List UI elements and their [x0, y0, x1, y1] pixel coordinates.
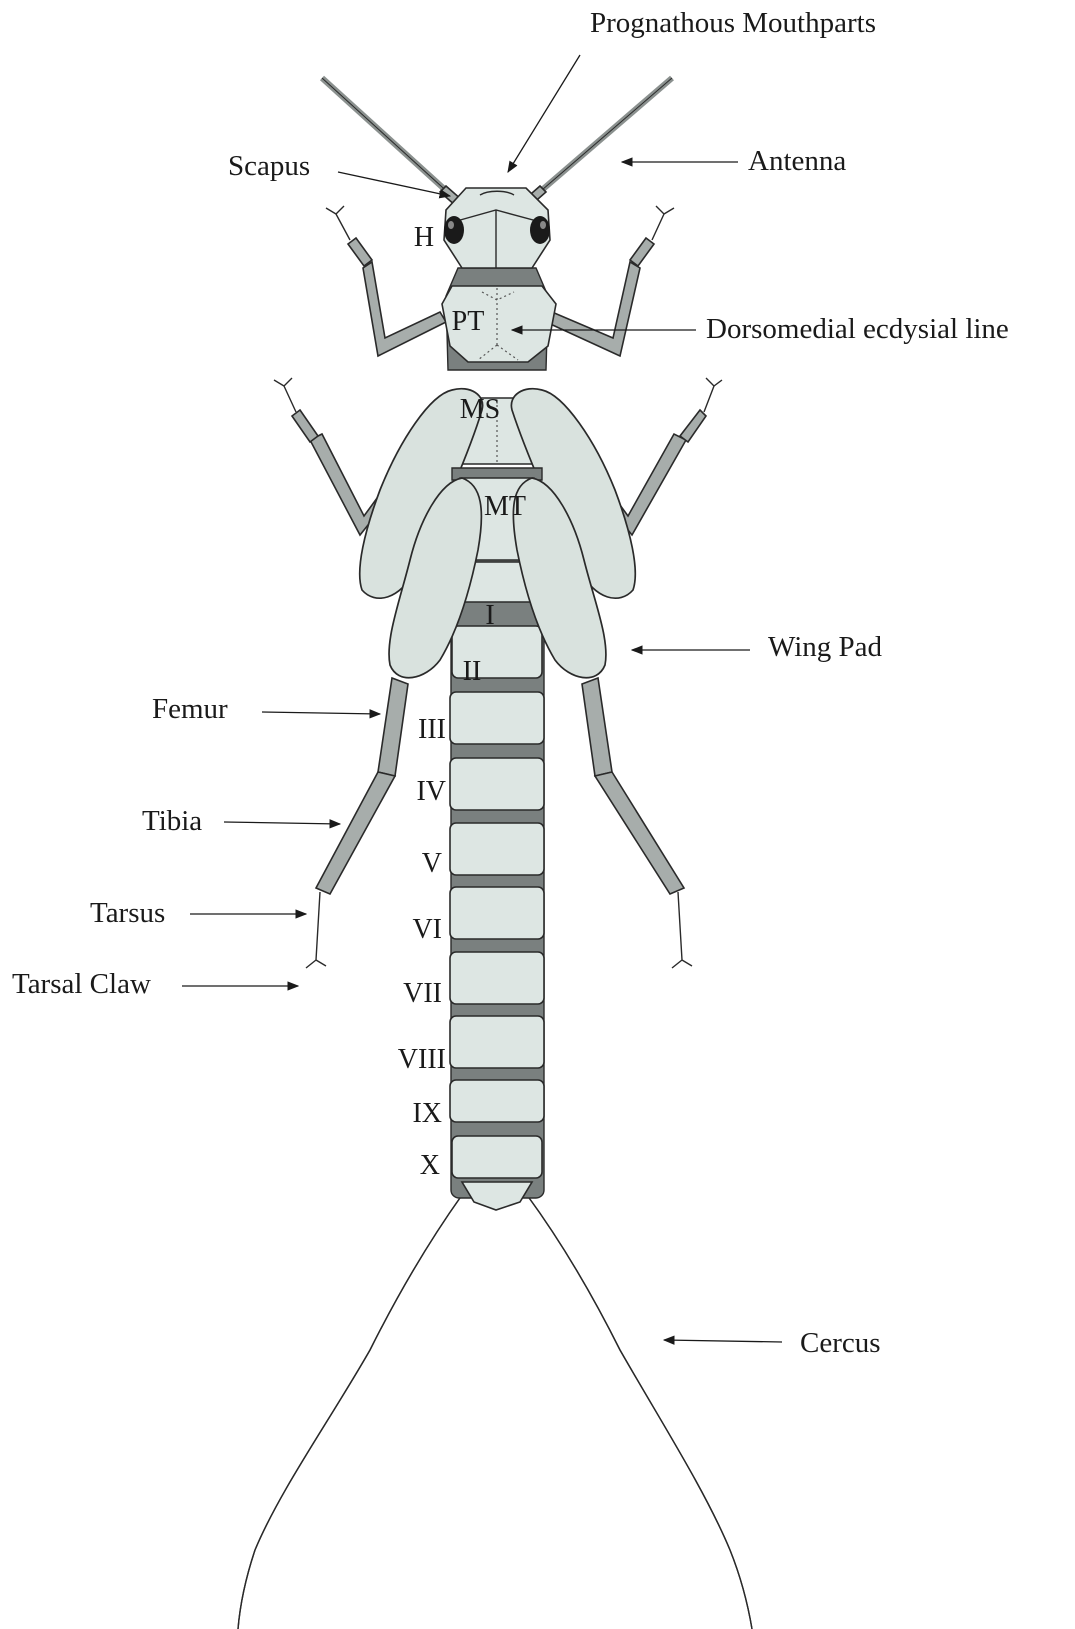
segment-label: II [463, 656, 482, 687]
label-head: H [414, 222, 434, 253]
front-leg-left [363, 262, 446, 356]
label-femur: Femur [152, 693, 228, 725]
segment-label: X [420, 1150, 440, 1181]
segment-label: IV [416, 776, 446, 807]
label-pronotum: PT [452, 306, 485, 337]
arrow-cercus [664, 1340, 782, 1342]
hind-leg-right [582, 678, 612, 776]
arrow-mouthparts [508, 55, 580, 172]
label-mesonotum: MS [460, 394, 500, 425]
label-mouthparts: Prognathous Mouthparts [590, 7, 876, 39]
eye-left [444, 216, 464, 244]
label-scapus: Scapus [228, 150, 310, 182]
label-metanotum: MT [484, 491, 526, 522]
segment-label: VI [412, 914, 442, 945]
arrow-femur [262, 712, 380, 714]
eye-right [530, 216, 550, 244]
cerci [238, 1195, 752, 1629]
segment-label: III [418, 714, 446, 745]
cercus-right [527, 1195, 752, 1629]
arrow-tibia [224, 822, 340, 824]
head [322, 78, 672, 268]
segment-label: VIII [398, 1044, 446, 1075]
label-antenna: Antenna [748, 145, 846, 177]
segment-label: IX [412, 1098, 442, 1129]
label-tibia: Tibia [142, 805, 202, 837]
segment-label: V [422, 848, 442, 879]
label-wing-pad: Wing Pad [768, 631, 883, 663]
front-leg-right [546, 262, 640, 356]
segment-label: VII [403, 978, 442, 1009]
label-tarsal-claw: Tarsal Claw [12, 968, 151, 1000]
label-tarsus: Tarsus [90, 897, 165, 929]
cercus-left [238, 1195, 462, 1629]
hind-leg-left [378, 678, 408, 776]
segment-label: I [485, 600, 494, 631]
label-cercus: Cercus [800, 1327, 881, 1359]
label-ecdysial: Dorsomedial ecdysial line [706, 313, 1009, 345]
